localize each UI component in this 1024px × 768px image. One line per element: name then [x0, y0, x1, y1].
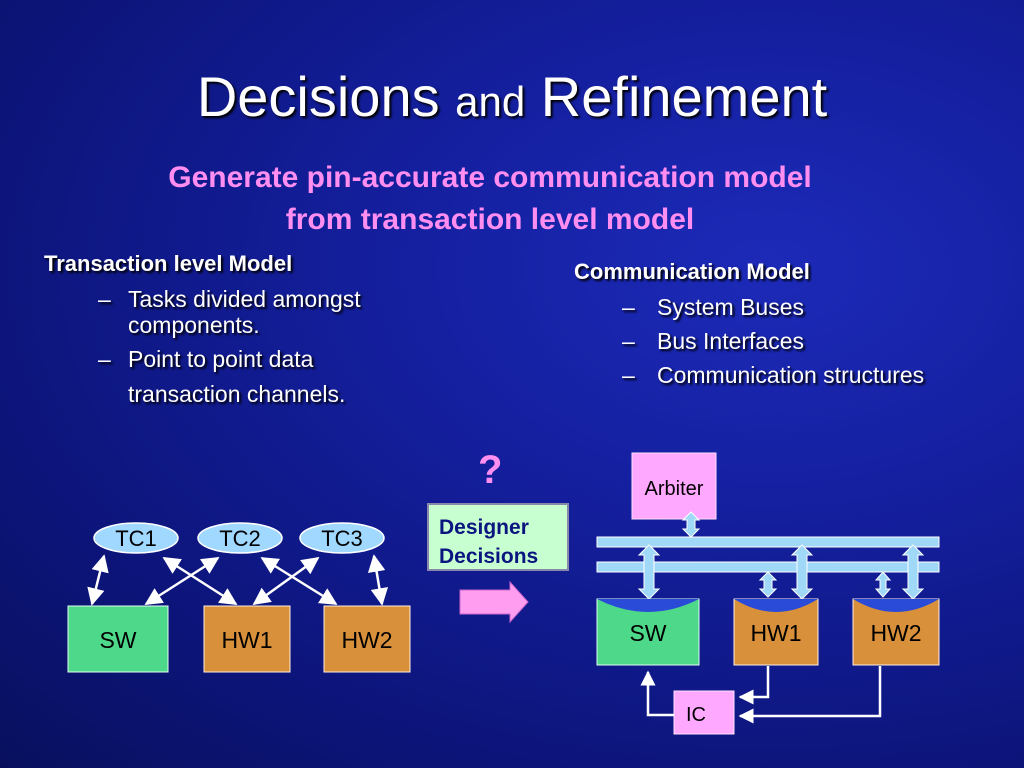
title-word-and: and: [455, 78, 526, 125]
tlm-hw1-label: HW1: [221, 627, 272, 653]
comm-hw1-label: HW1: [750, 620, 801, 646]
bullet-dash: –: [622, 362, 635, 388]
title-word-refinement: Refinement: [540, 65, 828, 128]
tlm-hw2-box: [323, 605, 411, 673]
sw-interface-icon: [597, 599, 699, 612]
slide-title: Decisions and Refinement: [0, 62, 1024, 137]
bullet-dash: –: [622, 294, 635, 320]
right-list: – System Buses – Bus Interfaces – Commun…: [622, 294, 1012, 396]
left-item-1-line-2: components.: [128, 312, 260, 338]
refinement-arrow-icon: [459, 580, 529, 624]
hw1-bus2-arrow: [758, 571, 778, 598]
right-list-heading: Communication Model: [574, 259, 810, 284]
hw2-bus1-arrow: [901, 544, 925, 600]
bullet-dash: –: [98, 346, 111, 372]
title-word-decisions: Decisions: [196, 65, 440, 128]
system-bus-1: [596, 536, 940, 548]
hw1-bus1-arrow: [790, 544, 814, 600]
right-list-item: – System Buses: [622, 294, 1012, 328]
left-item-2-line-1: Point to point data: [128, 346, 314, 372]
question-mark: ?: [478, 448, 503, 492]
tlm-sw-label: SW: [99, 627, 136, 653]
decision-line-1: Designer: [439, 516, 529, 539]
subtitle-line-1: Generate pin-accurate communication mode…: [168, 161, 812, 194]
left-item-2-line-2: transaction channels.: [128, 381, 346, 407]
tc2-label: TC2: [219, 526, 261, 551]
ic-box: [673, 690, 735, 735]
comm-sw-label: SW: [629, 620, 666, 646]
designer-decisions-box: Designer Decisions: [427, 503, 569, 571]
decision-line-2: Decisions: [439, 545, 539, 568]
bullet-dash: –: [622, 328, 635, 354]
right-item-1: System Buses: [657, 294, 804, 320]
tlm-sw-box: [67, 605, 169, 673]
hw2-interface-icon: [853, 599, 939, 612]
right-item-3: Communication structures: [657, 362, 925, 388]
arrow-tc3-hw2: [367, 554, 389, 606]
hw1-to-ic-arrow: [738, 666, 770, 705]
tlm-diagram: TC1 TC2 TC3 SW HW1 HW2: [67, 522, 411, 673]
hw1-interface-icon: [734, 599, 818, 612]
arbiter-box: [631, 452, 717, 520]
arrow-tc1-sw: [87, 554, 109, 606]
arbiter-bus-arrow: [681, 511, 701, 538]
left-list-item: – Tasks divided amongst components.: [98, 286, 438, 338]
arbiter-label: Arbiter: [645, 478, 704, 500]
hw2-bus2-arrow: [874, 571, 892, 598]
arrow-tc2-sw: [144, 556, 220, 606]
left-list-heading: Transaction level Model: [44, 251, 293, 276]
right-list-item: – Bus Interfaces: [622, 328, 1012, 362]
arrow-tc1-hw1: [162, 556, 238, 606]
ic-to-sw-arrow: [640, 670, 674, 717]
comm-hw2-label: HW2: [870, 620, 921, 646]
tc1-label: TC1: [115, 526, 157, 551]
slide-subtitle: Generate pin-accurate communication mode…: [0, 157, 980, 241]
comm-diagram: Arbiter SW HW1 HW2 IC: [596, 452, 940, 735]
tlm-hw1-box: [203, 605, 291, 673]
arrow-tc2-hw2: [260, 556, 338, 606]
bullet-dash: –: [98, 286, 111, 312]
subtitle-line-2: from transaction level model: [285, 203, 695, 236]
right-item-2: Bus Interfaces: [657, 328, 805, 354]
sw-bus-arrow: [637, 544, 661, 600]
left-item-1-line-1: Tasks divided amongst: [128, 286, 361, 312]
tc3-label: TC3: [321, 526, 363, 551]
tc3-channel: [299, 522, 385, 554]
ic-label: IC: [686, 704, 706, 726]
arrow-tc3-hw1: [252, 556, 320, 606]
right-list-item: – Communication structures: [622, 362, 1012, 396]
left-list-item: – Point to point data transaction channe…: [98, 346, 438, 407]
tc1-channel: [93, 522, 179, 554]
tlm-hw2-label: HW2: [341, 627, 392, 653]
hw2-to-ic-arrow: [738, 666, 882, 724]
tc2-channel: [197, 522, 283, 554]
